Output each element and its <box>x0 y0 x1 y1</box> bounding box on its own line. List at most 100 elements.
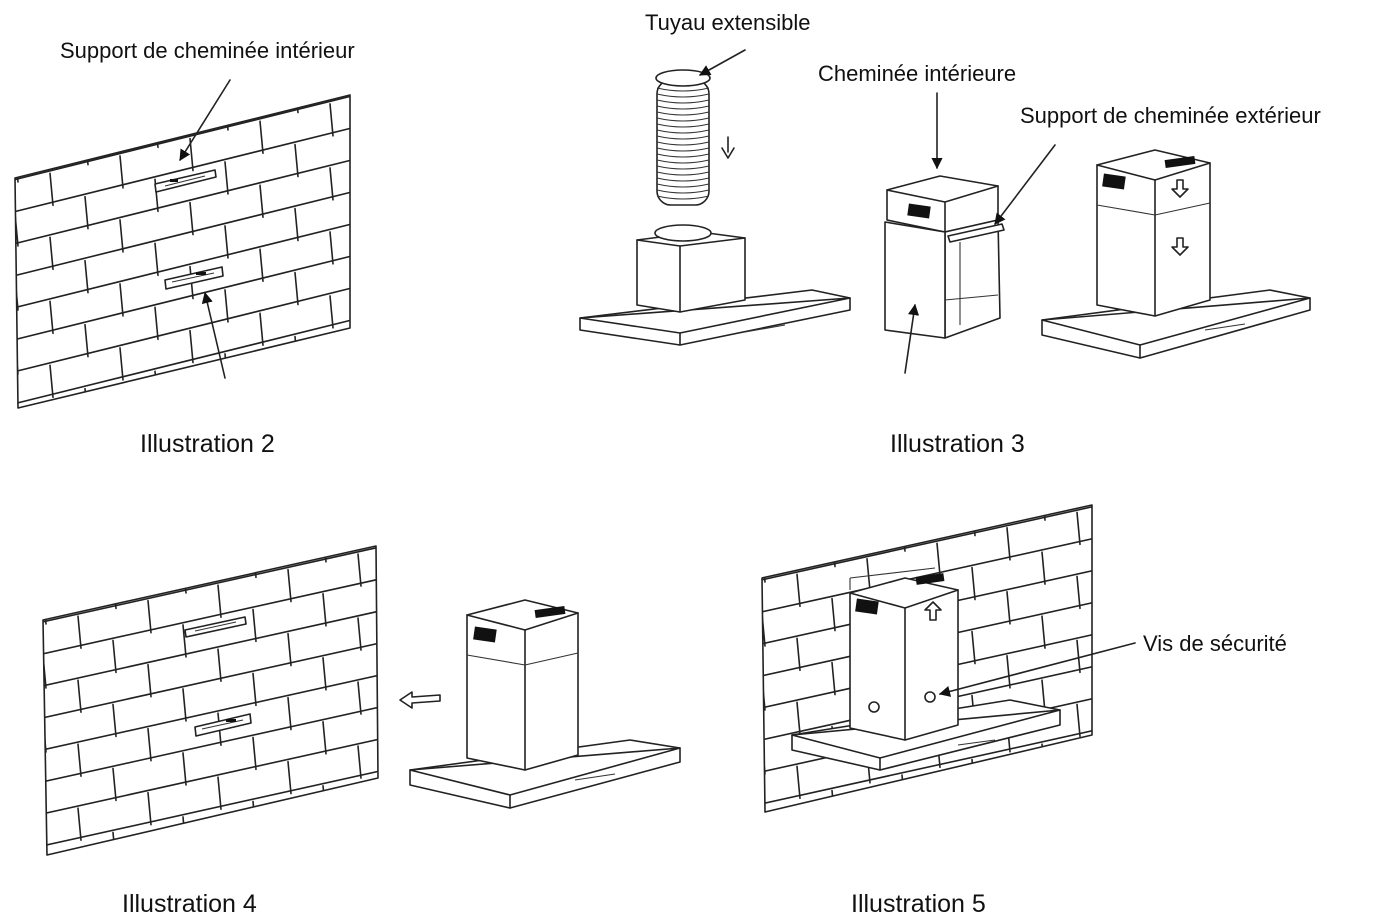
left-arrow-icon <box>399 691 441 709</box>
brick-wall <box>14 94 351 409</box>
brick-line <box>971 758 976 793</box>
pipe-ridge <box>656 189 710 194</box>
brick-line <box>182 752 187 786</box>
brick-line <box>147 599 152 634</box>
pipe-ridge <box>656 129 710 134</box>
caption-illustration-3: Illustration 3 <box>890 430 1025 458</box>
brick-line <box>831 597 836 632</box>
brick-line <box>357 809 362 843</box>
brick-line <box>189 393 194 408</box>
brick-line <box>287 824 292 855</box>
pipe-ridge <box>656 93 710 98</box>
arrow-tuyau <box>699 49 746 76</box>
brick-line <box>1006 783 1011 812</box>
pipe-ridge <box>656 123 710 128</box>
brick-line <box>84 195 89 230</box>
brick-line <box>259 312 264 347</box>
brick-line <box>77 807 82 842</box>
brick-line <box>329 231 334 265</box>
brick-line <box>119 347 124 381</box>
brick-line <box>43 608 378 689</box>
pipe-ridge <box>656 99 710 104</box>
brick-line <box>762 505 1092 551</box>
brick-line <box>762 535 1092 615</box>
brick-line <box>217 648 222 682</box>
brick-line <box>15 405 19 408</box>
brick-line <box>1041 551 1046 585</box>
brick-line <box>15 125 350 215</box>
safety-screw-right <box>924 691 936 703</box>
brick-line <box>357 617 362 651</box>
brick-line <box>796 573 801 608</box>
brick-line <box>936 542 941 577</box>
assembled-hood <box>409 599 681 809</box>
pipe-ridge <box>656 159 710 164</box>
brick-line <box>147 727 152 762</box>
brick-line <box>84 387 89 408</box>
brick-line <box>1006 591 1011 625</box>
brick-line <box>217 840 222 855</box>
pipe-ridge <box>656 135 710 140</box>
brick-line <box>112 831 117 855</box>
brick-line <box>1076 511 1081 546</box>
brick-line <box>796 701 801 736</box>
brick-line <box>322 593 327 627</box>
arrow-support-exterieur <box>994 144 1056 225</box>
pipe-ridge <box>656 177 710 182</box>
pipe-ridge <box>656 147 710 152</box>
label-cheminee-interieure: Cheminée intérieure <box>818 61 1016 86</box>
pipe-ridge <box>656 171 710 176</box>
brick-line <box>762 505 1092 583</box>
brick-line <box>78 872 81 904</box>
brick-line <box>119 155 124 189</box>
brick-line <box>148 857 151 889</box>
brick-line <box>182 816 187 850</box>
brick-line <box>84 259 89 294</box>
pipe-ridge <box>656 105 710 110</box>
brick-line <box>154 242 159 277</box>
brick-line <box>43 576 378 657</box>
brick-line <box>224 289 229 323</box>
pipe-ridge <box>656 141 710 146</box>
extensible-pipe <box>656 79 710 206</box>
brick-line <box>217 776 222 810</box>
brick-line <box>1076 639 1081 674</box>
brick-line <box>357 681 362 715</box>
caption-illustration-2: Illustration 2 <box>140 430 275 458</box>
label-tuyau: Tuyau extensible <box>645 10 811 35</box>
pipe-ridge <box>656 195 710 200</box>
brick-line <box>43 736 378 817</box>
inner-chimney-bracket-top <box>154 169 217 193</box>
brick-line <box>15 189 350 279</box>
brick-line <box>224 225 229 259</box>
caption-illustration-5: Illustration 5 <box>851 890 986 917</box>
brick-line <box>936 798 941 812</box>
brick-line <box>217 584 222 618</box>
brick-line <box>154 370 159 405</box>
brick-line <box>287 696 292 731</box>
brick-line <box>119 219 124 253</box>
brick-line <box>1006 527 1011 561</box>
brick-line <box>287 760 292 795</box>
down-arrow-icon <box>721 136 735 159</box>
arrow-vis <box>938 642 1136 697</box>
brick-line <box>287 632 292 667</box>
brick-line <box>1076 703 1081 738</box>
brick-line <box>15 157 350 247</box>
illustration-5: Vis de sécurité Illustration 5 <box>761 504 1287 917</box>
inner-chimney-bracket-top <box>184 616 247 638</box>
brick-line <box>329 295 334 329</box>
brick-line <box>294 271 299 306</box>
inner-chimney-bracket-bottom <box>194 713 252 737</box>
brick-line <box>357 553 362 587</box>
brick-line <box>866 557 871 592</box>
brick-line <box>259 376 264 408</box>
brick-line <box>796 765 801 800</box>
brick-line <box>357 745 362 779</box>
brick-line <box>43 546 378 625</box>
brick-line <box>971 630 976 665</box>
assembled-hood <box>1041 149 1311 359</box>
up-arrow-icon <box>924 601 942 621</box>
brick-line <box>15 253 350 343</box>
